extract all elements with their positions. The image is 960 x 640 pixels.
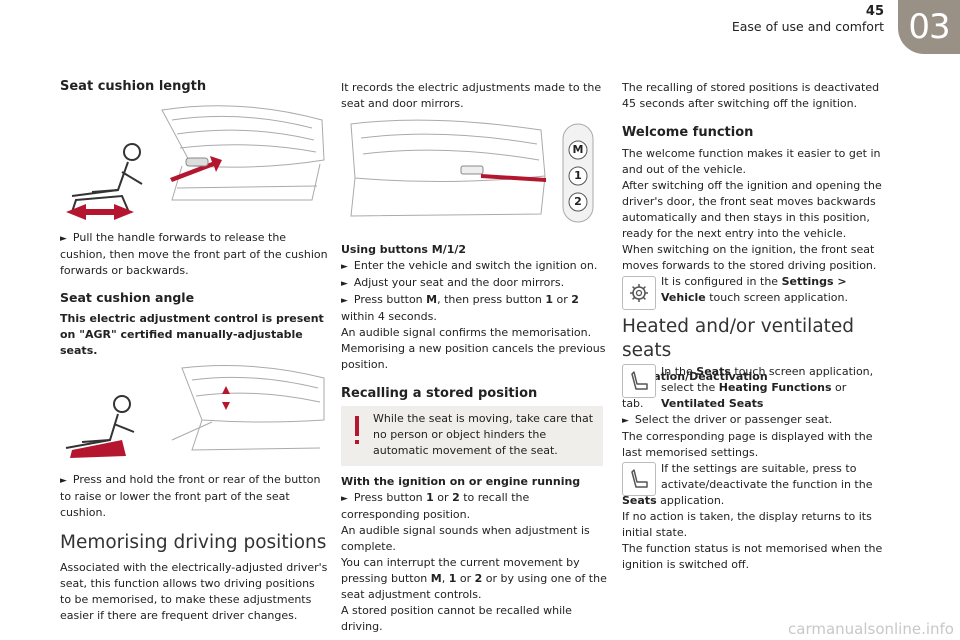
double-arrow-icon bbox=[66, 204, 134, 220]
deactivated-paragraph: The recalling of stored positions is dea… bbox=[622, 81, 880, 110]
bullet-angle: Press and hold the front or rear of the … bbox=[60, 472, 328, 521]
column-2-text-a: It records the electric adjustments made… bbox=[341, 80, 607, 112]
page-number: 45 bbox=[865, 4, 884, 19]
memo-paragraph: Associated with the electrically-adjuste… bbox=[60, 561, 328, 622]
status-paragraph: The function status is not memorised whe… bbox=[622, 542, 883, 571]
settings-suitable-paragraph: If the settings are suitable, press to a… bbox=[661, 462, 873, 491]
watermark-footer: carmanualsonline.info bbox=[788, 620, 954, 638]
welcome-p2: After switching off the ignition and ope… bbox=[622, 179, 882, 240]
cancel-previous: Memorising a new position cancels the pr… bbox=[341, 342, 606, 371]
person-figure-icon bbox=[71, 143, 143, 197]
column-2-text-c: With the ignition on or engine running P… bbox=[341, 474, 607, 635]
settings-icon-box bbox=[622, 276, 656, 310]
stored-paragraph: A stored position cannot be recalled whi… bbox=[341, 604, 572, 633]
chapter-tab: 03 bbox=[898, 0, 960, 54]
memory-buttons-illustration bbox=[350, 119, 594, 223]
audible-confirm: An audible signal confirms the memorisat… bbox=[341, 326, 592, 339]
no-action-paragraph: If no action is taken, the display retur… bbox=[622, 510, 872, 539]
column-2-text-b: Using buttons M/1/2 Enter the vehicle an… bbox=[341, 242, 607, 403]
seat-icon bbox=[631, 469, 648, 488]
seat-icon-box bbox=[622, 364, 656, 398]
angle-note: This electric adjustment control is pres… bbox=[60, 312, 324, 357]
person-figure-icon bbox=[65, 395, 135, 449]
bullet-adjust: Adjust your seat and the door mirrors. bbox=[341, 275, 607, 292]
seat-sketch bbox=[171, 365, 325, 451]
warning-text: While the seat is moving, take care that… bbox=[373, 412, 594, 457]
page-title: Ease of use and comfort bbox=[731, 19, 884, 34]
gear-icon bbox=[630, 284, 648, 302]
column-1-text-a: Pull the handle forwards to release the … bbox=[60, 230, 328, 359]
ignition-heading: With the ignition on or engine running bbox=[341, 475, 581, 488]
heading-recalling: Recalling a stored position bbox=[341, 386, 538, 401]
column-3-text-c: tab. Select the driver or passenger seat… bbox=[622, 396, 890, 461]
seat-sketch bbox=[350, 119, 546, 217]
bullet-enter: Enter the vehicle and switch the ignitio… bbox=[341, 258, 607, 275]
interrupt-paragraph: You can interrupt the current movement b… bbox=[341, 556, 607, 601]
activation-heading: Activation/Deactivation bbox=[622, 370, 768, 383]
seat-angle-wedge bbox=[70, 440, 126, 458]
column-3-text-d: Seats application. If no action is taken… bbox=[622, 493, 890, 573]
bullet-recall: Press button 1 or 2 to recall the corres… bbox=[341, 490, 607, 523]
column-3-text-a: The recalling of stored positions is dea… bbox=[622, 80, 890, 274]
heading-seat-cushion-length: Seat cushion length bbox=[60, 79, 207, 94]
heading-welcome: Welcome function bbox=[622, 125, 754, 140]
seat-icon bbox=[631, 371, 648, 390]
memory-button-2: 2 bbox=[574, 195, 582, 208]
bullet-select-seat: Select the driver or passenger seat. bbox=[622, 412, 890, 429]
records-paragraph: It records the electric adjustments made… bbox=[341, 81, 602, 110]
heading-heated-ventilated: Heated and/or ventilated seats bbox=[622, 316, 855, 361]
seat-sketch bbox=[161, 105, 325, 201]
seat-heat-icon-box bbox=[622, 462, 656, 496]
configured-paragraph: It is configured in the Settings > Vehic… bbox=[661, 275, 848, 304]
corresponding-paragraph: The corresponding page is displayed with… bbox=[622, 430, 873, 459]
bullet-length: Pull the handle forwards to release the … bbox=[60, 230, 328, 279]
red-pointer-arrow bbox=[481, 174, 546, 182]
column-1: Seat cushion length bbox=[60, 78, 328, 96]
heading-memorising: Memorising driving positions bbox=[60, 532, 327, 553]
column-3-text-b: Heated and/or ventilated seats Activatio… bbox=[622, 315, 890, 385]
red-pointer-arrow bbox=[170, 156, 222, 182]
in-seats-paragraph: In the Seats touch screen application, s… bbox=[661, 365, 874, 410]
tab-word: tab. bbox=[622, 397, 644, 410]
warning-box: While the seat is moving, take care that… bbox=[341, 406, 603, 466]
using-buttons-heading: Using buttons M/1/2 bbox=[341, 243, 467, 256]
up-down-arrow-icon bbox=[222, 386, 230, 410]
bullet-press: Press button M, then press button 1 or 2… bbox=[341, 292, 607, 325]
exclamation-icon bbox=[355, 416, 359, 444]
welcome-p3: When switching on the ignition, the fron… bbox=[622, 243, 877, 272]
audible-complete: An audible signal sounds when adjustment… bbox=[341, 524, 590, 553]
seat-angle-illustration bbox=[65, 365, 325, 458]
heading-seat-cushion-angle: Seat cushion angle bbox=[60, 290, 195, 305]
memory-button-1: 1 bbox=[574, 169, 582, 182]
column-1-text-b: Press and hold the front or rear of the … bbox=[60, 472, 328, 624]
seat-length-illustration bbox=[66, 105, 325, 220]
memory-button-m: M bbox=[572, 143, 584, 156]
welcome-p1: The welcome function makes it easier to … bbox=[622, 147, 881, 176]
